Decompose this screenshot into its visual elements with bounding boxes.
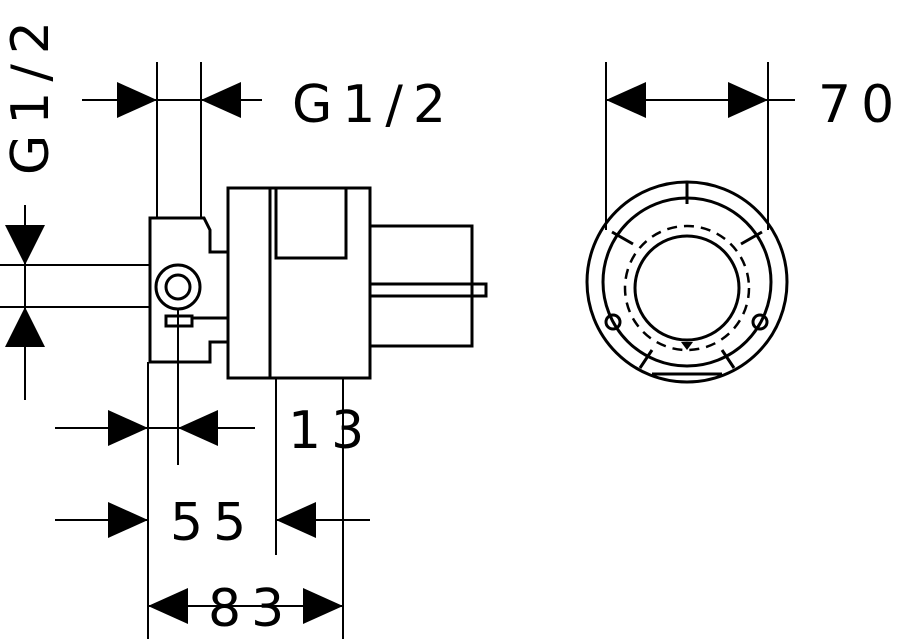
arrow-right-83 bbox=[303, 588, 343, 624]
spoke-lower-left bbox=[638, 349, 654, 369]
front-dashed-circle bbox=[623, 224, 751, 352]
arrow-left-13 bbox=[178, 410, 218, 446]
label-55: 55 bbox=[170, 493, 256, 553]
spindle bbox=[368, 282, 488, 298]
arrow-left bbox=[201, 82, 241, 118]
arrow-right bbox=[117, 82, 157, 118]
front-outer-ring bbox=[585, 180, 789, 384]
arrow-right-13 bbox=[108, 410, 148, 446]
stem-block bbox=[368, 224, 474, 348]
port-nut bbox=[164, 314, 194, 328]
front-inner-circle bbox=[633, 234, 741, 342]
dim-55: 55 bbox=[55, 378, 370, 555]
screw-right bbox=[751, 313, 769, 331]
spoke-upper-right bbox=[740, 230, 763, 246]
dim-13: 13 bbox=[55, 310, 374, 639]
front-notch bbox=[681, 342, 693, 350]
arrow-left-83 bbox=[148, 588, 188, 624]
port-inner bbox=[164, 273, 192, 301]
valve-body bbox=[226, 186, 372, 380]
dim-70: 70 bbox=[605, 62, 900, 230]
arrow-up bbox=[5, 307, 45, 347]
arrow-right-55 bbox=[108, 502, 148, 538]
dim-g12-top: G1/2 bbox=[82, 62, 456, 218]
arrow-left-70 bbox=[606, 82, 646, 118]
side-view bbox=[0, 186, 488, 380]
label-g12-side: G1/2 bbox=[1, 11, 61, 175]
front-view bbox=[585, 180, 789, 384]
port-outer bbox=[154, 263, 202, 311]
arrow-down bbox=[5, 225, 45, 265]
dim-83: 83 bbox=[148, 378, 344, 639]
screw-left bbox=[604, 313, 622, 331]
dim-g12-side: G1/2 bbox=[1, 11, 61, 400]
spoke-upper-left bbox=[611, 230, 634, 246]
label-g12-top: G1/2 bbox=[292, 75, 456, 135]
arrow-right-70 bbox=[728, 82, 768, 118]
spoke-lower-right bbox=[720, 349, 736, 369]
label-70: 70 bbox=[818, 75, 900, 135]
label-83: 83 bbox=[208, 579, 294, 639]
label-13: 13 bbox=[288, 401, 374, 461]
arrow-left-55 bbox=[276, 502, 316, 538]
body-top-window bbox=[274, 186, 348, 260]
